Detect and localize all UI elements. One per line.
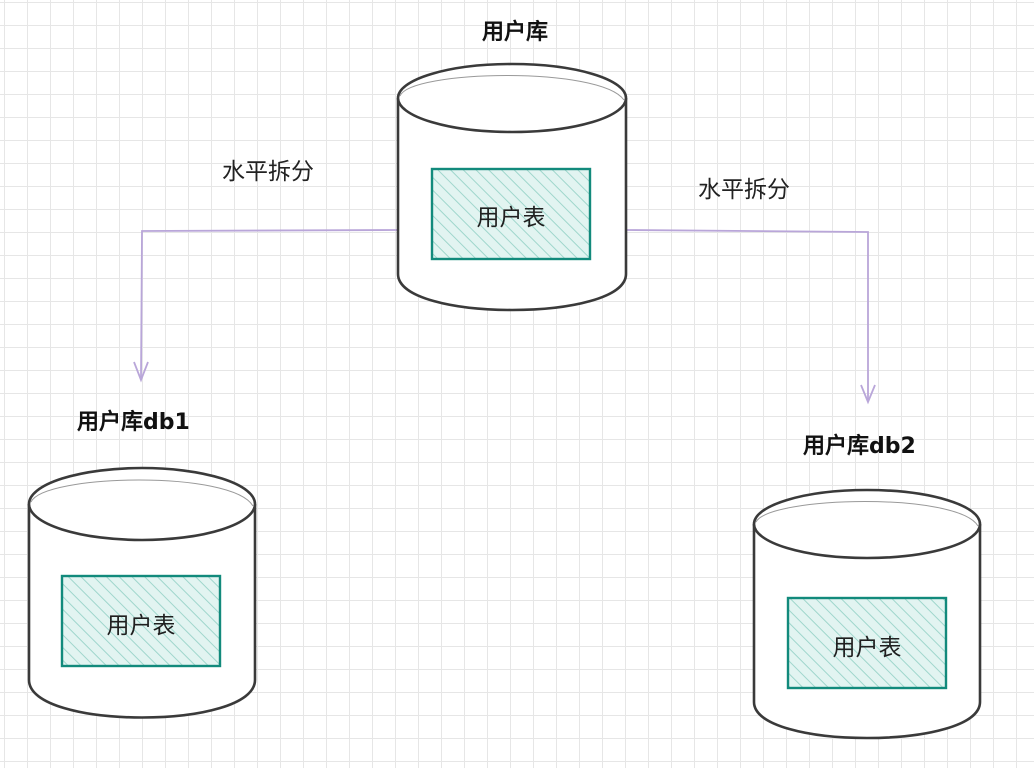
source-db-title: 用户库 (482, 20, 549, 45)
db2-table-box (786, 596, 948, 690)
left-split-arrow (133, 229, 399, 383)
db2-cylinder (752, 488, 982, 740)
db2-table-label: 用户表 (832, 635, 902, 661)
source-table-label: 用户表 (476, 205, 546, 231)
right-split-label: 水平拆分 (698, 177, 790, 203)
right-split-arrow (625, 229, 876, 405)
left-split-label: 水平拆分 (222, 159, 314, 185)
db1-cylinder (27, 466, 257, 719)
db1-table-box (60, 574, 222, 668)
db1-title: 用户库db1 (77, 410, 190, 435)
source-table-box (430, 167, 592, 261)
db1-table-label: 用户表 (106, 613, 176, 639)
db2-title: 用户库db2 (803, 434, 916, 459)
source-db-cylinder (396, 62, 628, 312)
